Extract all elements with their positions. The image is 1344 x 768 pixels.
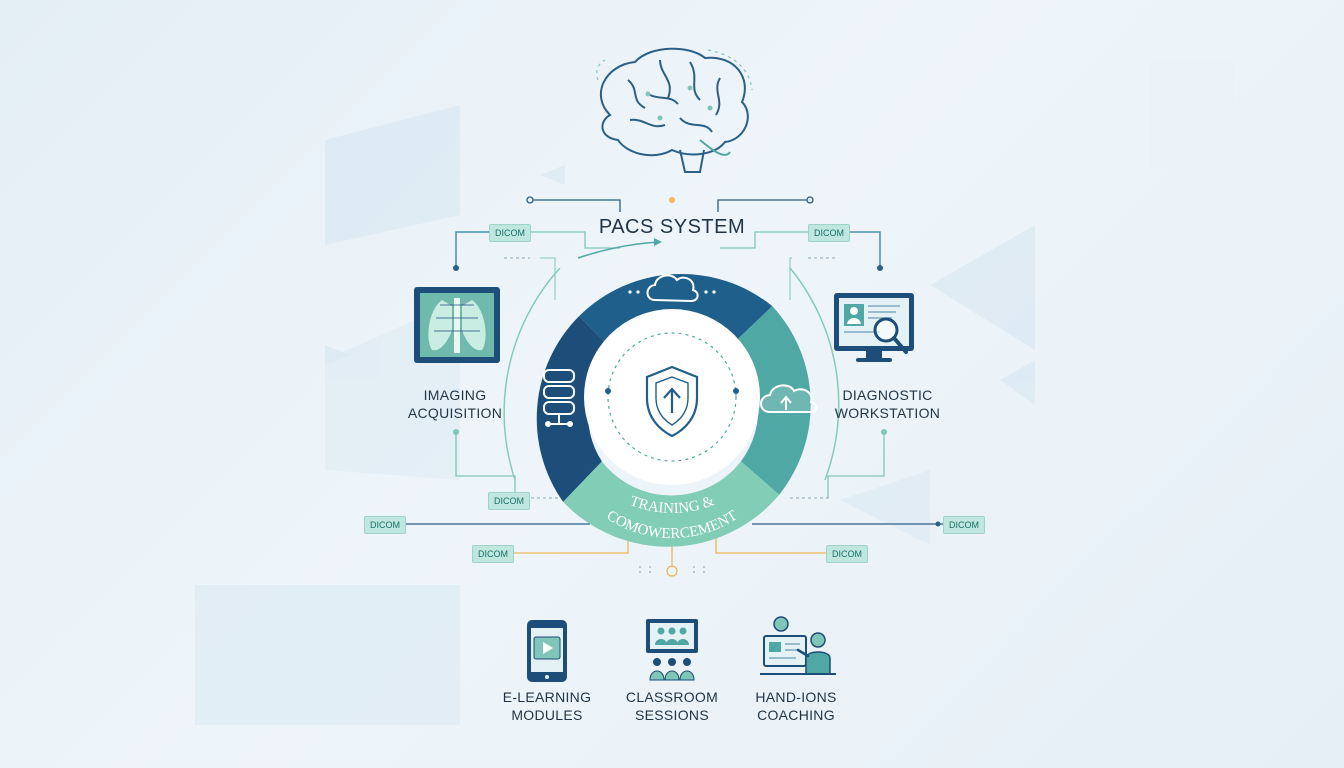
dicom-tag: DICOM (826, 545, 868, 563)
dicom-tag: DICOM (472, 545, 514, 563)
connector-lines (399, 196, 944, 577)
diagnostic-workstation-label: DIAGNOSTIC WORKSTATION (834, 387, 941, 421)
xray-monitor-icon (414, 287, 500, 363)
hands-on-coaching-label: HAND-IONS COACHING (755, 689, 837, 723)
workstation-search-icon (834, 293, 914, 362)
shield-upload-icon (645, 365, 699, 438)
elearning-modules-label: E-LEARNING MODULES (502, 689, 592, 723)
dicom-tag: DICOM (943, 516, 985, 534)
tablet-play-icon (527, 620, 567, 682)
cloud-upload-icon (760, 384, 818, 413)
imaging-acquisition-label: IMAGING ACQUISITION (407, 387, 503, 421)
database-icon (543, 369, 575, 427)
cloud-icon (628, 274, 716, 303)
dicom-tag: DICOM (808, 224, 850, 242)
classroom-icon (646, 619, 698, 681)
dicom-tag: DICOM (488, 492, 530, 510)
pacs-system-title: PACS SYSTEM (598, 216, 746, 238)
dicom-tag: DICOM (489, 224, 531, 242)
classroom-sessions-label: CLASSROOM SESSIONS (625, 689, 719, 723)
dicom-tag: DICOM (364, 516, 406, 534)
coaching-icon (760, 616, 836, 675)
brain-icon (596, 47, 753, 173)
